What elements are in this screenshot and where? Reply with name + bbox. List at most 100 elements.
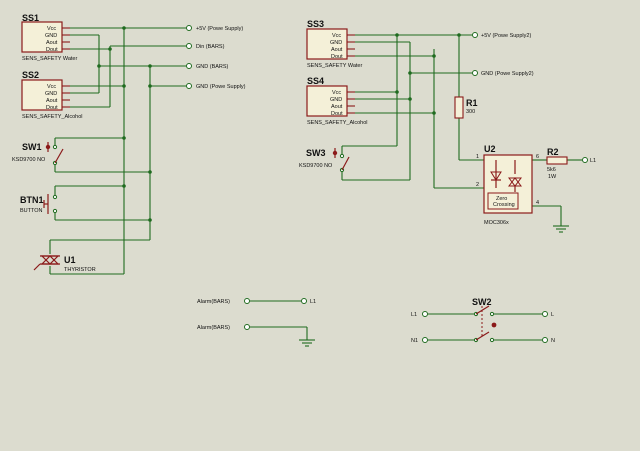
net-sw2-l-out: L: [551, 312, 554, 318]
sw3-thermal-dot: [332, 150, 338, 156]
net-sw2-n-out: N: [551, 338, 555, 344]
sensor-ss2-ref: SS2: [22, 70, 39, 80]
sensor-ss2-pin-aout: Aout: [46, 98, 58, 104]
net-vcc-left: +5V (Powe Supply): [196, 26, 243, 32]
resistor-r1[interactable]: R1 300: [454, 96, 478, 119]
right-bus-wires: [342, 34, 582, 226]
terminal-alarm-b[interactable]: [244, 324, 250, 330]
sensor-ss3-leads: [347, 34, 355, 57]
net-vcc-right: +5V (Powe Supply2): [481, 33, 531, 39]
terminal-alarm-a[interactable]: [244, 298, 250, 304]
resistor-r1-value: 300: [466, 109, 475, 115]
thyristor-u1-ref: U1: [64, 255, 76, 265]
sensor-ss1-pin-gnd: GND: [45, 33, 57, 39]
button-btn1-name: BUTTON: [20, 208, 43, 214]
terminal-gnd-right[interactable]: [472, 70, 478, 76]
optocoupler-pin1: 1: [476, 154, 479, 160]
net-sw2-n1-in: N1: [411, 338, 418, 344]
terminal-l1-alarm[interactable]: [301, 298, 307, 304]
terminal-vcc-left[interactable]: [186, 25, 192, 31]
switch-sw3-name: KSD9700 NO: [299, 163, 333, 169]
sensor-ss4-pin-aout: Aout: [331, 104, 343, 110]
sensor-ss3-pin-dout: Dout: [331, 54, 343, 60]
sw2-actuator-dot: [491, 322, 497, 328]
sensor-ss3-pin-vcc: Vcc: [332, 33, 341, 39]
right-net-labels: +5V (Powe Supply2) GND (Powe Supply2) L1: [472, 32, 596, 164]
switch-sw3[interactable]: SW3 KSD9700 NO: [299, 146, 350, 180]
sensor-ss2-leads: [62, 85, 70, 108]
button-btn1-ref: BTN1: [20, 195, 44, 205]
sensor-ss3-name: SENS_SAFETY Water: [307, 63, 362, 69]
ground-opto-icon: [553, 225, 569, 233]
sensor-ss4-leads: [347, 91, 355, 114]
sensor-ss1-body: [21, 21, 63, 53]
switch-sw1[interactable]: SW1 KSD9700 NO: [12, 138, 64, 172]
optocoupler-u2-name: MOC306x: [484, 220, 509, 226]
terminal-vcc-right[interactable]: [472, 32, 478, 38]
resistor-r1-ref: R1: [466, 98, 478, 108]
terminal-l1-opto[interactable]: [582, 157, 588, 163]
sensor-ss2-pin-vcc: Vcc: [47, 84, 56, 90]
sensor-ss3-body: [306, 28, 348, 60]
net-l1-alarm: L1: [310, 299, 316, 305]
sensor-ss3[interactable]: SS3 Vcc GND Aout Dout SENS_SAFETY Water: [306, 19, 362, 69]
right-junctions: [395, 33, 461, 115]
optocoupler-u2-body: [483, 154, 533, 214]
optocoupler-u2-ref: U2: [484, 144, 496, 154]
sensor-ss3-pin-aout: Aout: [331, 47, 343, 53]
sw1-thermal-dot: [45, 144, 51, 150]
resistor-r2-power: 1W: [548, 174, 557, 180]
resistor-r2-ref: R2: [547, 147, 559, 157]
optocoupler-pin2: 2: [476, 182, 479, 188]
left-net-labels: +5V (Powe Supply) Din (BARS) GND (BARS) …: [186, 25, 246, 90]
sensor-ss4-pin-vcc: Vcc: [332, 90, 341, 96]
ground-alarm-icon: [299, 339, 315, 347]
net-alarm-b: Alarm(BARS): [197, 325, 230, 331]
sensor-ss4[interactable]: SS4 Vcc GND Aout Dout SENS_SAFETY_Alcoho…: [306, 76, 368, 126]
resistor-r2[interactable]: R2 5k6 1W: [546, 147, 568, 180]
left-junctions: [97, 26, 152, 222]
sensor-ss3-pin-gnd: GND: [330, 40, 342, 46]
sensor-ss1-leads: [62, 27, 70, 50]
sensor-ss2[interactable]: SS2 Vcc GND Aout Dout SENS_SAFETY_Alcoho…: [21, 70, 83, 120]
sensor-ss3-ref: SS3: [307, 19, 324, 29]
sensor-ss4-pin-dout: Dout: [331, 111, 343, 117]
sensor-ss1-pin-aout: Aout: [46, 40, 58, 46]
switch-sw1-name: KSD9700 NO: [12, 157, 46, 163]
optocoupler-zero-label: Zero: [496, 196, 507, 202]
terminal-sw2-l[interactable]: [542, 311, 548, 317]
terminal-sw2-n[interactable]: [542, 337, 548, 343]
sensor-ss4-body: [306, 85, 348, 117]
sensor-ss4-pin-gnd: GND: [330, 97, 342, 103]
thyristor-u1[interactable]: U1 THYRISTOR: [33, 240, 96, 274]
terminal-sw2-l1[interactable]: [422, 311, 428, 317]
sensor-ss2-pin-gnd: GND: [45, 91, 57, 97]
net-l1-opto: L1: [590, 158, 596, 164]
terminal-gnd-supply-left[interactable]: [186, 83, 192, 89]
sensor-ss2-name: SENS_SAFETY_Alcohol: [22, 114, 83, 120]
thyristor-u1-name: THYRISTOR: [64, 267, 96, 273]
sensor-ss4-ref: SS4: [307, 76, 324, 86]
sensor-ss1-name: SENS_SAFETY Water: [22, 56, 77, 62]
terminal-sw2-n1[interactable]: [422, 337, 428, 343]
net-alarm-a: Alarm(BARS): [197, 299, 230, 305]
terminal-gnd-left[interactable]: [186, 63, 192, 69]
switch-sw1-ref: SW1: [22, 142, 42, 152]
optocoupler-u2[interactable]: U2 1 2 6 4 Zero Crossing MOC306x: [476, 144, 539, 226]
net-gnd-supply-left: GND (Powe Supply): [196, 84, 246, 90]
sensor-ss1[interactable]: SS1 Vcc GND Aout Dout SENS_SAFETY Water: [21, 13, 77, 62]
sensor-ss2-body: [21, 79, 63, 111]
switch-sw2[interactable]: SW2 L1 L N1 N: [411, 297, 555, 344]
net-gnd-left: GND (BARS): [196, 64, 229, 70]
net-sw2-l1-in: L1: [411, 312, 417, 318]
button-btn1[interactable]: BTN1 BUTTON: [20, 186, 58, 220]
resistor-r2-value: 5k6: [547, 167, 556, 173]
switch-sw2-ref: SW2: [472, 297, 492, 307]
terminal-din-left[interactable]: [186, 43, 192, 49]
optocoupler-crossing-label: Crossing: [493, 202, 515, 208]
sensor-ss4-name: SENS_SAFETY_Alcohol: [307, 120, 368, 126]
optocoupler-pin4: 4: [536, 200, 539, 206]
sensor-ss2-pin-dout: Dout: [46, 105, 58, 111]
net-din-left: Din (BARS): [196, 44, 225, 50]
